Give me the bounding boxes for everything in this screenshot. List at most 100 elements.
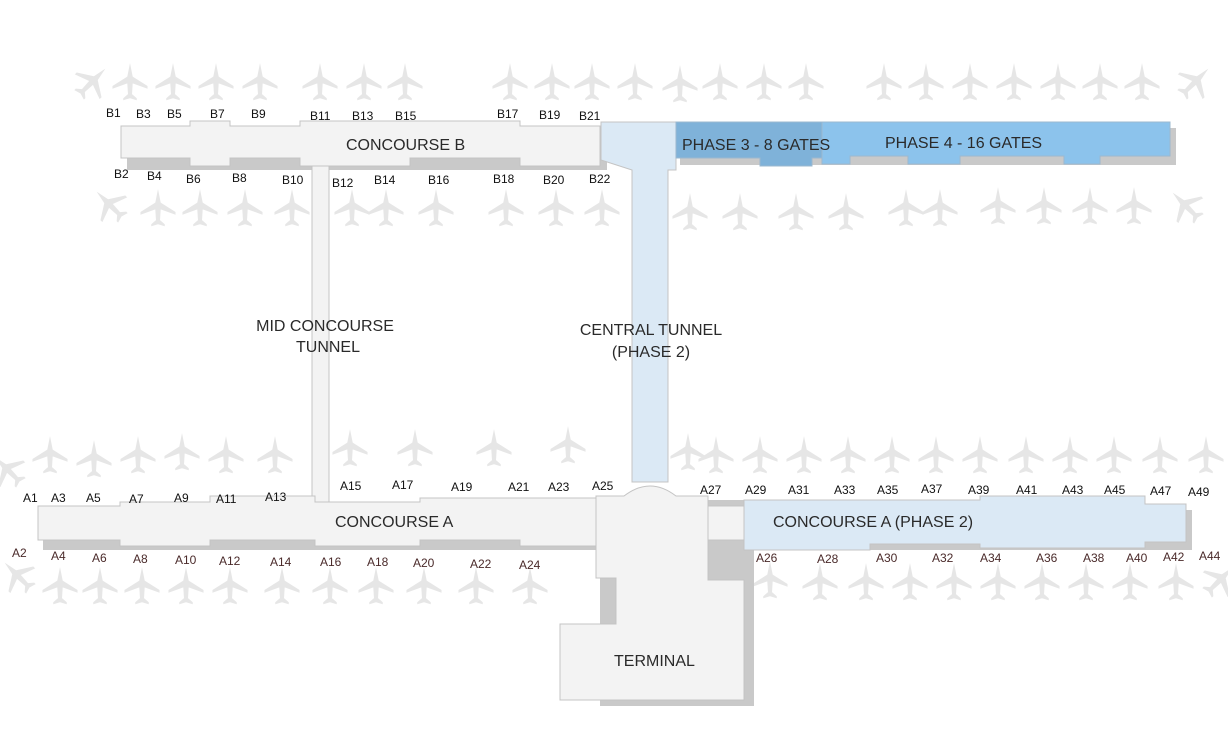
- terminal-label: TERMINAL: [614, 653, 695, 670]
- airplane-icon: [387, 63, 423, 101]
- airplane-icon: [922, 189, 958, 227]
- gate-label: A36: [1036, 551, 1058, 565]
- airplane-icon: [257, 436, 293, 474]
- gate-label: A1: [23, 491, 38, 505]
- gate-label: B4: [147, 169, 162, 183]
- gate-label: A21: [508, 480, 530, 494]
- airplane-icon: [358, 567, 394, 605]
- airplane-icon: [168, 567, 204, 605]
- gate-label: A14: [270, 555, 292, 569]
- gate-label: B13: [352, 109, 374, 123]
- airplane-icon: [698, 436, 734, 474]
- airplane-icon: [368, 189, 404, 227]
- airplane-icon: [848, 563, 884, 601]
- gate-label: A5: [86, 491, 101, 505]
- concourse-a-label: CONCOURSE A: [335, 514, 454, 531]
- airplane-icon: [76, 440, 112, 478]
- gate-label: B10: [282, 173, 304, 187]
- gate-label: A20: [413, 556, 435, 570]
- airplane-icon: [1124, 63, 1160, 101]
- airplane-icon: [996, 63, 1032, 101]
- airplane-icon: [1026, 187, 1062, 225]
- airplane-icon: [406, 567, 442, 605]
- airplane-icon: [84, 179, 136, 231]
- airplane-icon: [746, 63, 782, 101]
- gate-label: B1: [106, 106, 121, 120]
- gate-label: B8: [232, 171, 247, 185]
- gate-label: A37: [921, 482, 943, 496]
- airplane-icon: [264, 567, 300, 605]
- airplane-icon: [670, 433, 706, 471]
- airplane-icon: [778, 193, 814, 231]
- airplane-icon: [702, 63, 738, 101]
- airplane-icon: [227, 189, 263, 227]
- gate-label: A25: [592, 479, 614, 493]
- airplane-icon: [752, 561, 788, 599]
- airplane-icon: [334, 189, 370, 227]
- airplane-icon: [0, 444, 34, 496]
- airplane-icon: [1082, 63, 1118, 101]
- concourse-a-phase2-label: CONCOURSE A (PHASE 2): [773, 514, 973, 531]
- airplane-icon: [418, 189, 454, 227]
- gate-label: B7: [210, 107, 225, 121]
- airplane-icon: [476, 429, 512, 467]
- airplane-icon: [828, 193, 864, 231]
- gate-label: A31: [788, 483, 810, 497]
- airplane-icon: [918, 436, 954, 474]
- terminal-building: [559, 485, 745, 701]
- gate-label: A24: [519, 558, 541, 572]
- gate-label: A28: [817, 552, 839, 566]
- gate-label: A32: [932, 551, 954, 565]
- area-labels: CONCOURSE B PHASE 3 - 8 GATES PHASE 4 - …: [256, 135, 1042, 670]
- airplane-icon: [112, 63, 148, 101]
- gate-label: A6: [92, 551, 107, 565]
- gate-label: A13: [265, 490, 287, 504]
- airplane-icon: [1188, 436, 1224, 474]
- airplane-icon: [892, 563, 928, 601]
- airplane-icon: [155, 63, 191, 101]
- airplane-icon: [662, 65, 698, 103]
- gate-label: B12: [332, 176, 354, 190]
- airplane-icon: [212, 567, 248, 605]
- terminal-connector: [707, 505, 745, 541]
- gate-label: A16: [320, 555, 342, 569]
- gate-label: B6: [186, 172, 201, 186]
- gate-label: A9: [174, 491, 189, 505]
- gate-label: A35: [877, 483, 899, 497]
- gate-label: A43: [1062, 483, 1084, 497]
- gate-label: B14: [374, 173, 396, 187]
- airplane-icon: [1068, 563, 1104, 601]
- airplane-icon: [120, 436, 156, 474]
- airplane-icon: [617, 63, 653, 101]
- gate-label: B21: [579, 109, 601, 123]
- gate-label: B16: [428, 173, 450, 187]
- airplane-icon: [492, 63, 528, 101]
- gate-label: B3: [136, 107, 151, 121]
- airplane-icon: [1096, 436, 1132, 474]
- gate-label: A22: [470, 557, 492, 571]
- airplane-icon: [1072, 187, 1108, 225]
- central-tunnel-label-line1: CENTRAL TUNNEL: [580, 322, 722, 339]
- gate-label: A19: [451, 480, 473, 494]
- airplane-icon: [198, 63, 234, 101]
- airplane-icon: [980, 187, 1016, 225]
- airplane-icon: [1040, 63, 1076, 101]
- airplane-icon: [672, 193, 708, 231]
- airplane-icon: [397, 429, 433, 467]
- gate-label: A45: [1104, 483, 1126, 497]
- phase4-label: PHASE 4 - 16 GATES: [885, 135, 1042, 152]
- airplane-icon: [866, 63, 902, 101]
- gate-label: A4: [51, 549, 66, 563]
- gate-label: A49: [1188, 485, 1210, 499]
- gate-label: B2: [114, 167, 129, 181]
- airplane-icon: [1158, 563, 1194, 601]
- gate-label: A2: [12, 546, 27, 560]
- airplane-icon: [1112, 563, 1148, 601]
- gate-label: A39: [968, 483, 990, 497]
- airplane-icon: [1142, 436, 1178, 474]
- gate-label: A44: [1199, 549, 1221, 563]
- airplane-icon: [124, 567, 160, 605]
- airplane-icon: [1052, 436, 1088, 474]
